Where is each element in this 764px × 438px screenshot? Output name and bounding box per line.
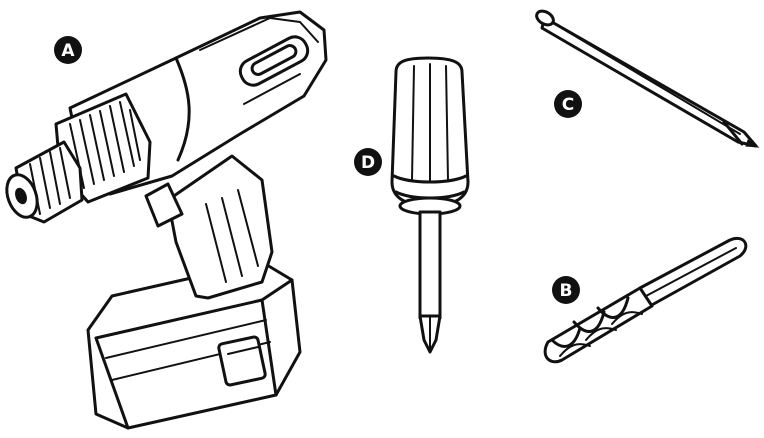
drill-handle [166,154,274,300]
label-badge-c: C [554,90,582,118]
label-badge-d: D [354,148,382,176]
drill-chuck [5,140,84,224]
drill-trigger [144,182,184,228]
cordless-drill [5,10,328,430]
label-badge-b: B [552,276,580,304]
screwdriver [390,56,470,354]
screwdriver-shaft [418,210,442,320]
label-b-text: B [560,281,573,301]
label-badge-a: A [54,36,82,64]
pencil [535,9,760,148]
label-d-text: D [361,153,375,173]
drill-bit [543,237,748,364]
label-a-text: A [61,41,75,61]
drill-battery [86,260,302,430]
label-c-text: C [562,95,574,115]
